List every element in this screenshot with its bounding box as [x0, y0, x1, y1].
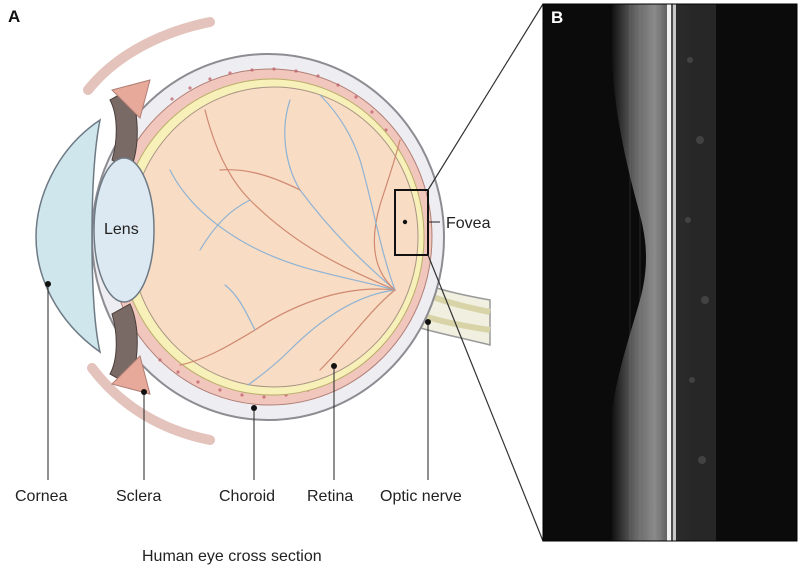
optic-nerve-label: Optic nerve: [380, 488, 462, 505]
lens-label: Lens: [104, 221, 139, 238]
cornea-label: Cornea: [15, 488, 68, 505]
panel-a-label: A: [8, 7, 20, 26]
zoom-connector-top: [428, 4, 543, 190]
sclera-label: Sclera: [116, 488, 161, 505]
retina-label: Retina: [307, 488, 353, 505]
oct-scan: [543, 4, 797, 541]
panel-b-label: B: [551, 8, 563, 27]
cornea-shape: [36, 120, 100, 352]
choroid-label: Choroid: [219, 488, 275, 505]
oct-rpe-line: [667, 4, 671, 541]
figure-caption: Human eye cross section: [142, 548, 322, 565]
fovea-label: Fovea: [446, 215, 491, 232]
